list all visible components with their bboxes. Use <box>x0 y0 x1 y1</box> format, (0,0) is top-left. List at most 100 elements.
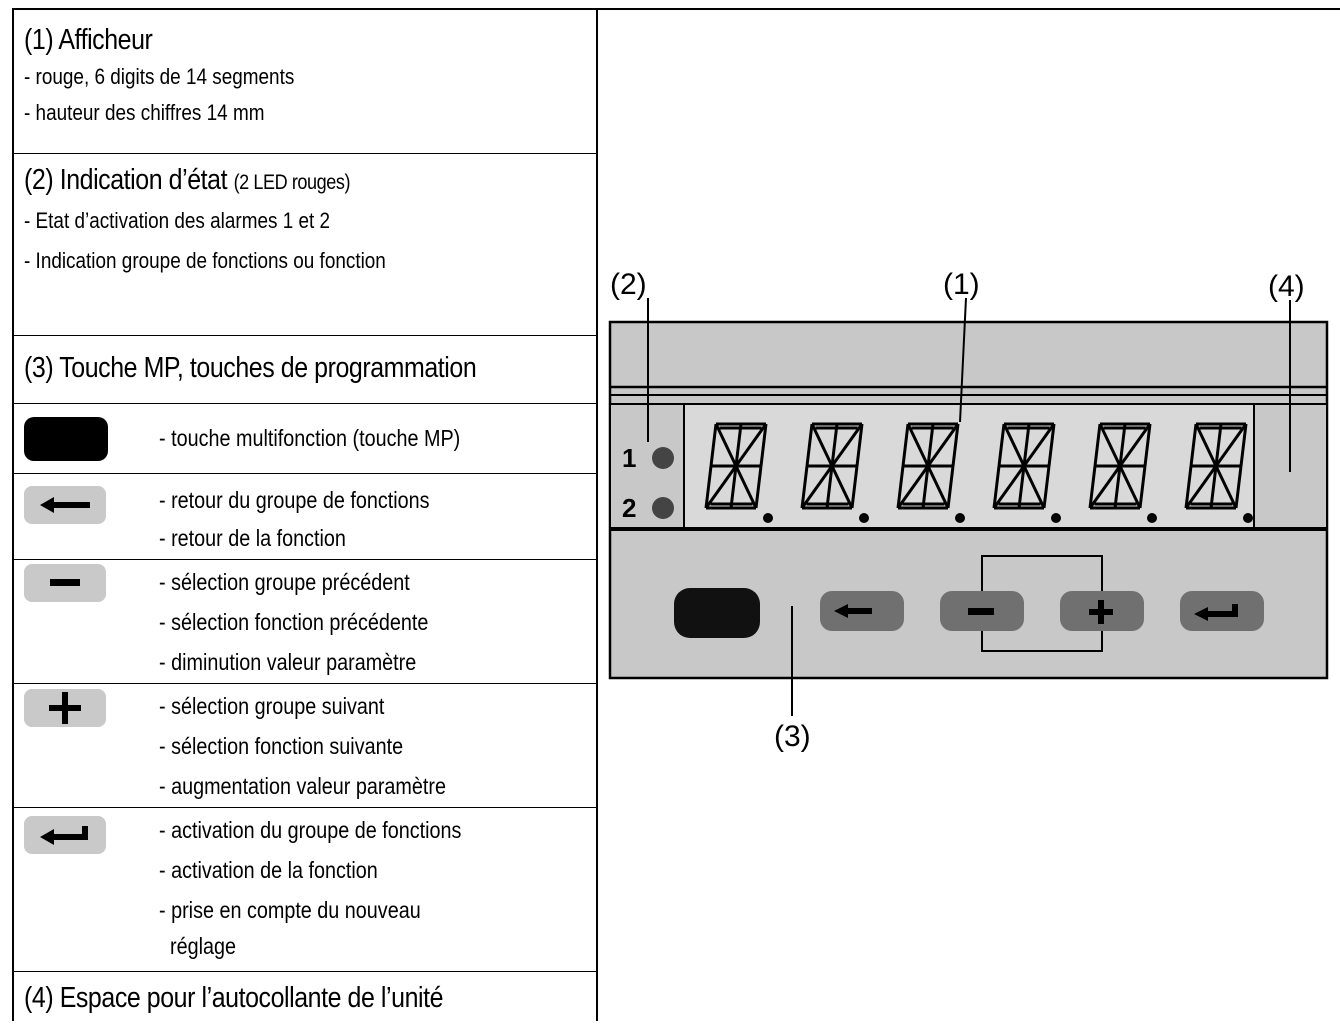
digit-segment <box>704 465 713 509</box>
arrow-left-icon <box>24 486 106 524</box>
diagram-enter-arrow-icon <box>1194 604 1238 621</box>
section-keys: (3) Touche MP, touches de programmation <box>14 336 596 404</box>
digit-segment <box>906 423 930 467</box>
led-2-icon <box>652 497 674 519</box>
digit-segment <box>1194 423 1218 467</box>
key-row-enter: - activation du groupe de fonctions - ac… <box>14 808 596 972</box>
status-line-2: - Indication groupe de fonctions ou fonc… <box>24 248 386 273</box>
key-mp-line-1: - touche multifonction (touche MP) <box>159 425 461 451</box>
digit-segment <box>1138 465 1147 509</box>
key-minus-line-1: - sélection groupe précédent <box>159 569 410 595</box>
digit-segment <box>926 465 950 509</box>
bracket-bottom <box>981 631 1103 652</box>
digit-segment <box>1042 465 1051 509</box>
enter-icon <box>24 816 106 854</box>
diagram-back-arrow-icon <box>834 604 872 618</box>
decimal-point <box>1243 513 1253 523</box>
segment-digit <box>704 422 773 523</box>
digit-segment <box>830 423 864 467</box>
key-back-line-2: - retour de la fonction <box>159 525 346 551</box>
bracket-top <box>981 555 1103 591</box>
device-diagram: 1 2 (2) (1) <box>608 268 1329 753</box>
section-display-title: (1) Afficheur <box>24 24 153 56</box>
digit-segment <box>800 465 834 509</box>
legend-table: (1) Afficheur - rouge, 6 digits de 14 se… <box>12 8 598 1021</box>
digit-segment <box>1022 465 1046 509</box>
callout-1: (1) <box>943 268 980 301</box>
section-status-title: (2) Indication d’état (2 LED rouges) <box>24 162 507 201</box>
callout-3: (3) <box>774 720 811 753</box>
digit-segment <box>810 423 834 467</box>
diagram-column: 1 2 (2) (1) <box>596 8 1340 1021</box>
led-1-icon <box>652 447 674 469</box>
digit-segment <box>734 423 768 467</box>
diagram-plus-icon-v <box>1098 600 1104 624</box>
digit-segment <box>992 465 1001 509</box>
segment-digit <box>1088 422 1157 523</box>
digit-segment <box>1047 423 1056 467</box>
callout-1-leader <box>959 297 967 423</box>
key-row-back: - retour du groupe de fonctions - retour… <box>14 474 596 560</box>
digit-segment <box>850 465 859 509</box>
digit-segment <box>1093 423 1102 467</box>
digit-segment <box>734 465 758 509</box>
digit-segment <box>951 423 960 467</box>
digit-segment <box>800 465 809 509</box>
key-row-minus: - sélection groupe précédent - sélection… <box>14 560 596 684</box>
key-enter-line-2: - activation de la fonction <box>159 857 378 883</box>
digit-segment <box>830 465 854 509</box>
plus-icon <box>24 689 106 727</box>
digit-segment <box>759 423 768 467</box>
key-plus-line-2: - sélection fonction suivante <box>159 733 404 759</box>
digit-segment <box>946 465 955 509</box>
diagram-minus-icon <box>968 608 994 615</box>
minus-icon <box>24 564 106 602</box>
key-row-mp: - touche multifonction (touche MP) <box>14 404 596 474</box>
display-line-2: - hauteur des chiffres 14 mm <box>24 100 265 125</box>
status-title-suffix: (2 LED rouges) <box>233 171 351 194</box>
digit-segment <box>855 423 864 467</box>
digit-segment <box>896 465 905 509</box>
digit-segment <box>709 423 718 467</box>
digit-segment <box>1098 423 1122 467</box>
segment-digit <box>800 422 869 523</box>
segment-digit <box>1184 422 1253 523</box>
mp-key-icon <box>24 417 108 461</box>
key-row-plus: - sélection groupe suivant - sélection f… <box>14 684 596 808</box>
digit-segment <box>997 423 1006 467</box>
digit-segment <box>1189 423 1198 467</box>
diagram-mp-key <box>674 588 760 638</box>
section-unit: (4) Espace pour l’autocollante de l’unit… <box>14 972 596 1032</box>
key-minus-line-3: - diminution valeur paramètre <box>159 649 417 675</box>
callout-4: (4) <box>1268 270 1305 303</box>
decimal-point <box>763 513 773 523</box>
digit-segment <box>754 465 763 509</box>
section-keys-title: (3) Touche MP, touches de programmation <box>24 352 477 384</box>
status-line-1: - Etat d’activation des alarmes 1 et 2 <box>24 208 331 233</box>
key-minus-line-2: - sélection fonction précédente <box>159 609 429 635</box>
digit-segment <box>1088 465 1122 509</box>
section-unit-title: (4) Espace pour l’autocollante de l’unit… <box>24 982 444 1014</box>
digit-segment <box>926 423 960 467</box>
digit-segment <box>1234 465 1243 509</box>
key-plus-line-3: - augmentation valeur paramètre <box>159 773 446 799</box>
display-line-1: - rouge, 6 digits de 14 segments <box>24 64 295 89</box>
digit-segment <box>704 465 738 509</box>
status-title-main: (2) Indication d’état <box>24 164 228 196</box>
digit-segment <box>896 465 930 509</box>
segment-digit <box>992 422 1061 523</box>
digit-segment <box>805 423 814 467</box>
digit-segment <box>1184 465 1193 509</box>
key-enter-line-4: réglage <box>159 933 236 959</box>
key-enter-line-3: - prise en compte du nouveau <box>159 897 421 923</box>
digit-segment <box>1214 423 1248 467</box>
digit-segment <box>1088 465 1097 509</box>
segment-digits <box>704 422 1253 523</box>
digit-segment <box>714 423 738 467</box>
digit-segment <box>1118 423 1152 467</box>
digit-segment <box>901 423 910 467</box>
digit-segment <box>992 465 1026 509</box>
callout-2: (2) <box>610 268 647 301</box>
segment-digit <box>896 422 965 523</box>
